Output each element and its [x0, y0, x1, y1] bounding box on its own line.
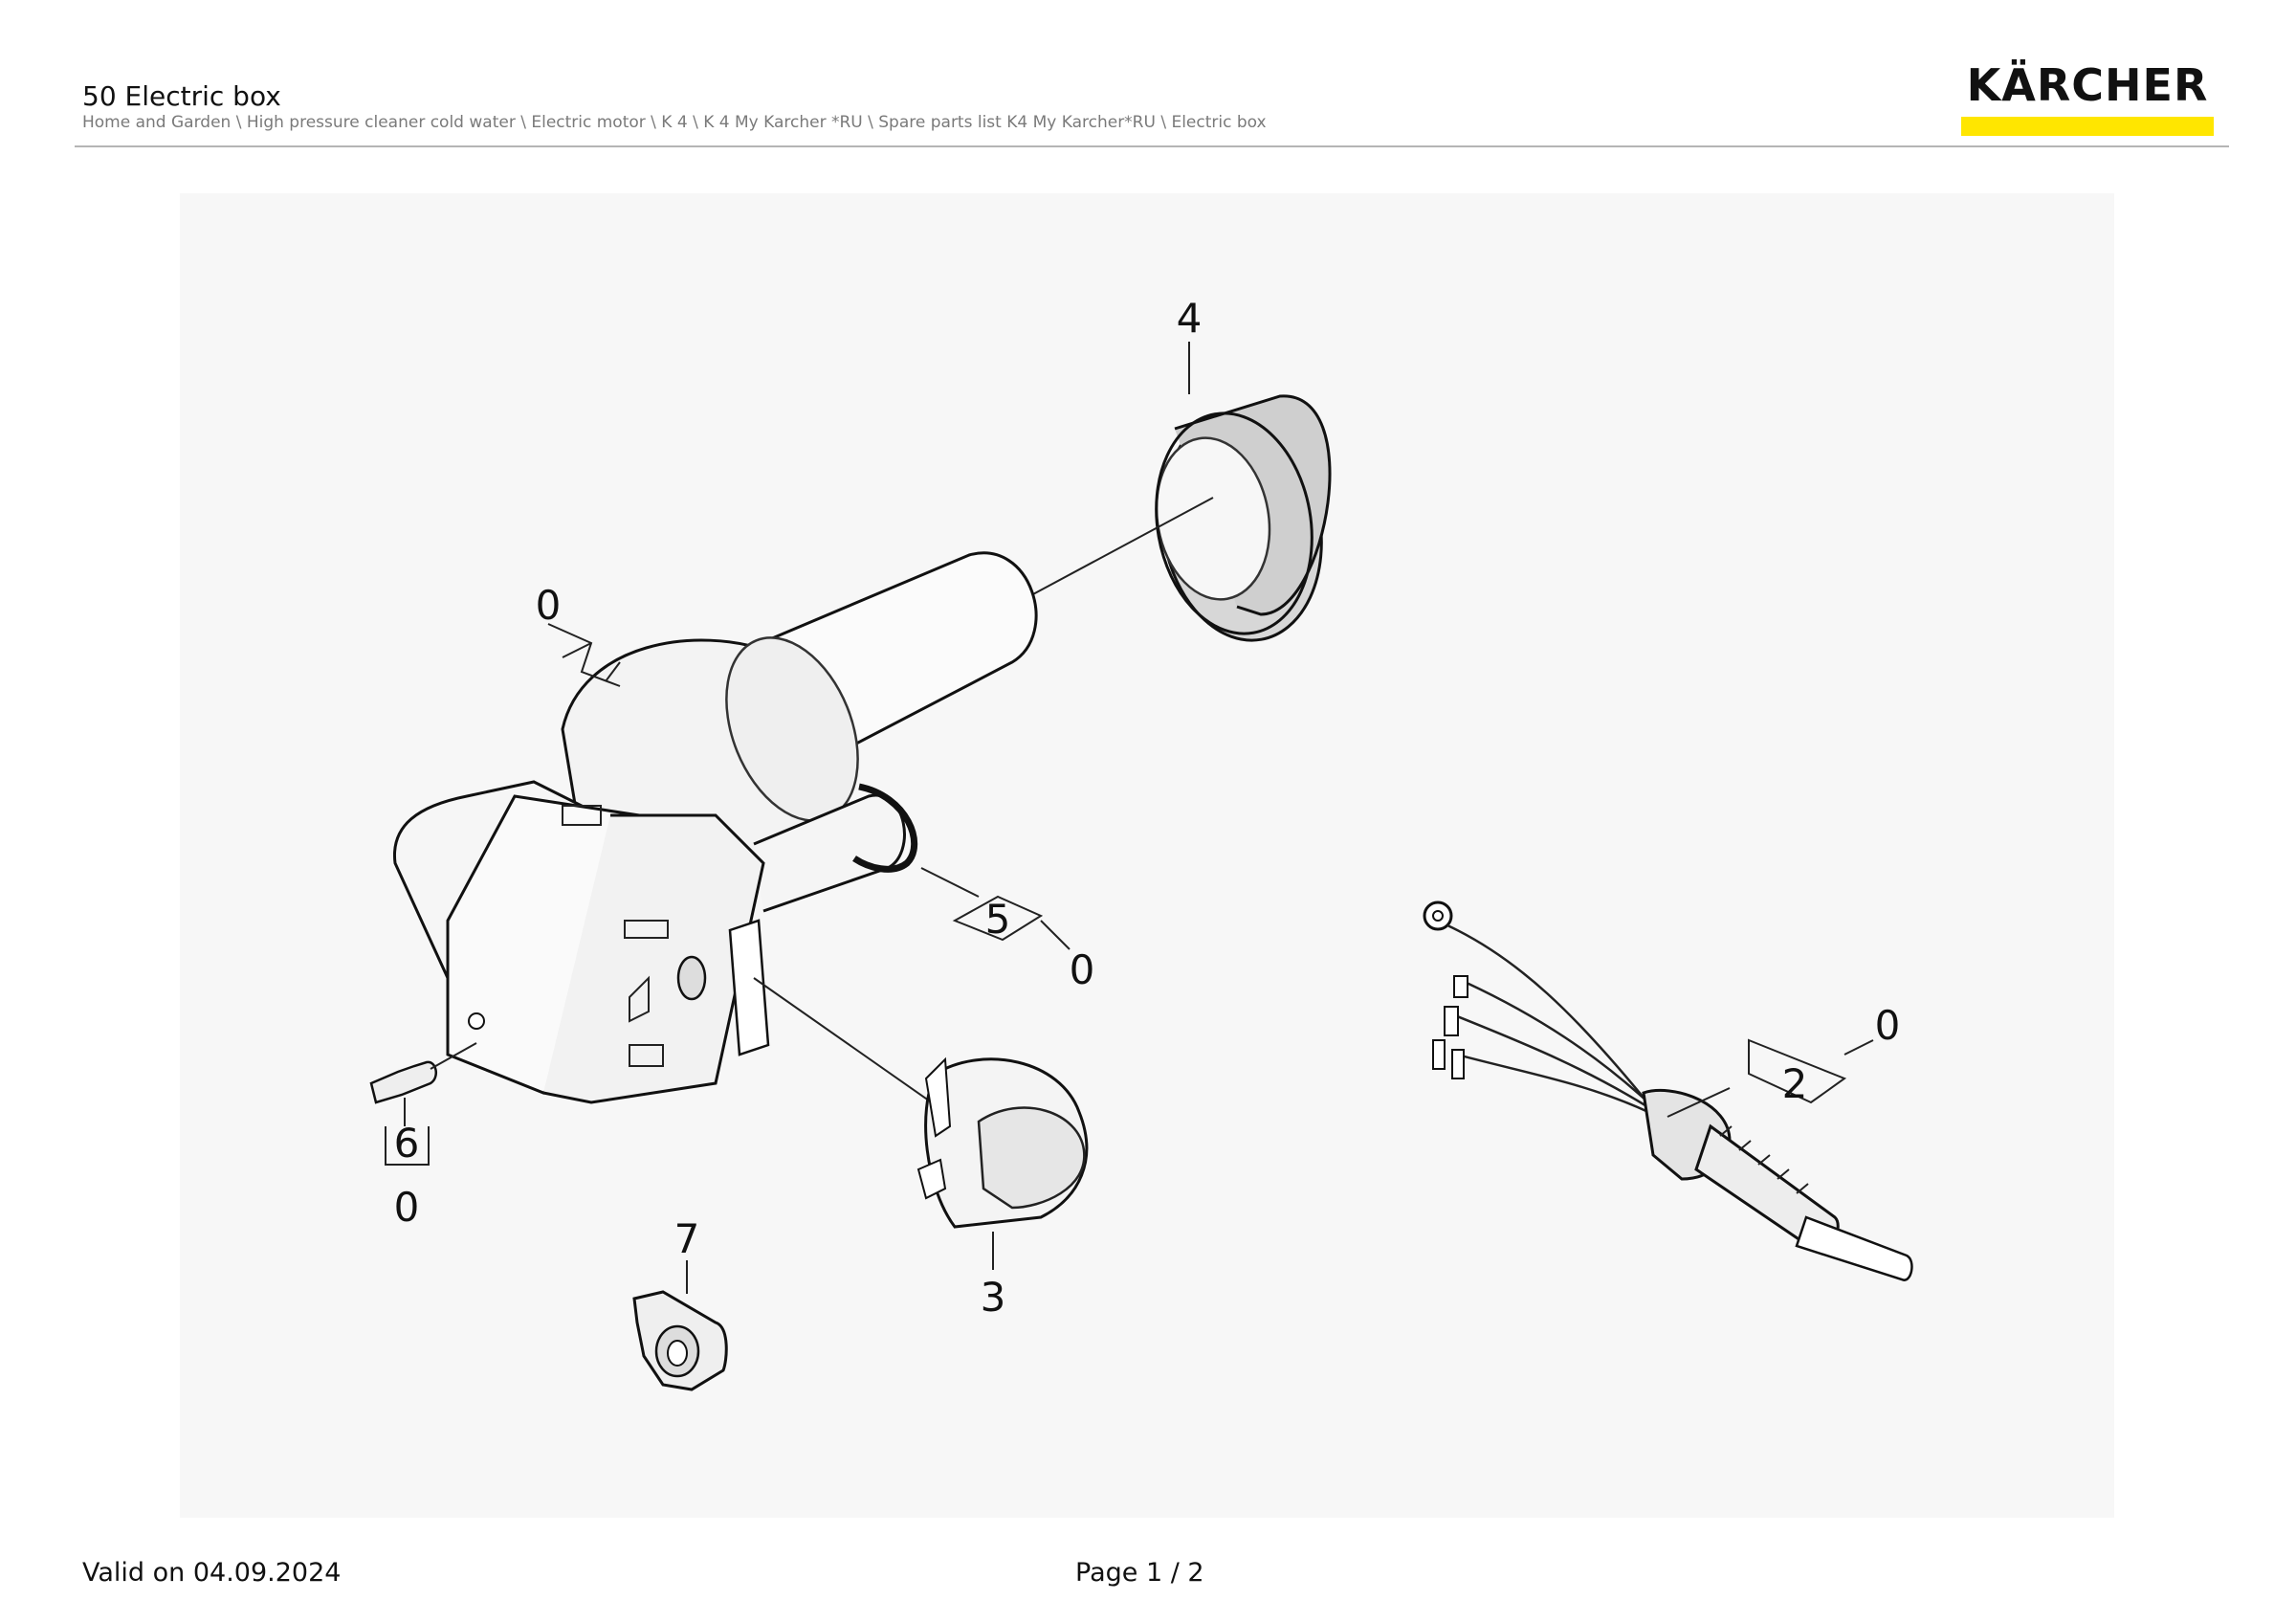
- part-2-cable: [1423, 900, 1913, 1281]
- part-4-ring: [1155, 342, 1332, 642]
- leader-0-top: [547, 623, 621, 687]
- callout-0-five: 0: [1070, 946, 1095, 993]
- page-title: 50 Electric box: [82, 80, 281, 112]
- callout-2: 2: [1782, 1060, 1808, 1107]
- callout-0-six: 0: [394, 1184, 420, 1231]
- parts-diagram-svg: 4 0 5 0 6 0 7 3 2 0: [369, 295, 1913, 1391]
- valid-date: Valid on 04.09.2024: [82, 1558, 342, 1588]
- leader-ring: [1030, 497, 1214, 596]
- page-number: Page 1 / 2: [1075, 1558, 1204, 1588]
- callout-7: 7: [674, 1215, 700, 1262]
- karcher-logo: KÄRCHER: [1961, 59, 2214, 136]
- callout-3: 3: [981, 1274, 1006, 1321]
- part-7-grommet: [632, 1260, 728, 1391]
- header-divider: [75, 145, 2229, 147]
- exploded-parts-drawing: 4 0 5 0 6 0 7 3 2 0: [180, 193, 2114, 1518]
- callout-4: 4: [1177, 295, 1203, 342]
- logo-yellow-bar: [1961, 117, 2214, 136]
- callout-5: 5: [985, 896, 1011, 943]
- logo-wordmark: KÄRCHER: [1966, 59, 2209, 111]
- breadcrumb: Home and Garden \ High pressure cleaner …: [82, 113, 1267, 132]
- callout-0-top: 0: [536, 582, 562, 629]
- part-3-knob: [753, 977, 1089, 1270]
- callout-6: 6: [394, 1120, 420, 1167]
- part-motor-housing: [392, 551, 1038, 1104]
- part-6-nozzle: [369, 1042, 477, 1166]
- leader-5: [920, 867, 1071, 950]
- callout-0-two: 0: [1875, 1002, 1901, 1049]
